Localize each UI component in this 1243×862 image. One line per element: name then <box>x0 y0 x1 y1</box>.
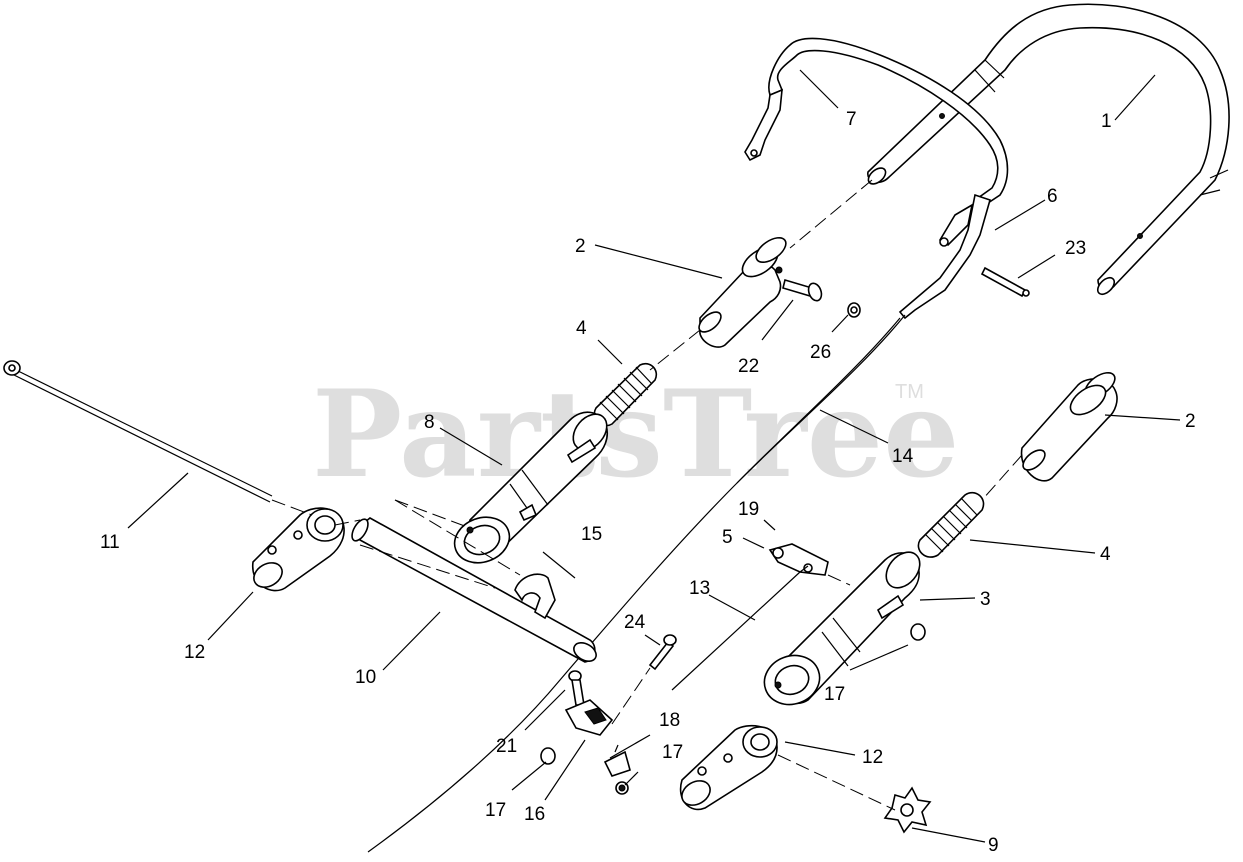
assembly-lines <box>271 179 1023 811</box>
callout-4-upper[interactable]: 4 <box>576 318 587 339</box>
control-cable-part-14[interactable] <box>367 314 906 853</box>
callout-8[interactable]: 8 <box>424 412 435 433</box>
knob-socket-part-12-left[interactable] <box>250 507 345 592</box>
lower-tube-part-3[interactable] <box>757 546 926 712</box>
linkage-plate-part-5[interactable] <box>768 543 829 576</box>
knob-socket-part-12-right[interactable] <box>678 724 778 811</box>
clip-part-18[interactable] <box>603 744 631 777</box>
callout-22[interactable]: 22 <box>738 356 759 377</box>
bolt-part-21[interactable] <box>568 670 585 706</box>
callout-1[interactable]: 1 <box>1101 111 1112 132</box>
nut-part-17-right[interactable] <box>910 623 926 641</box>
spring-part-4-right[interactable] <box>917 491 985 558</box>
callout-17-bottom[interactable]: 17 <box>662 742 683 763</box>
callout-3[interactable]: 3 <box>980 589 991 610</box>
callout-17-left[interactable]: 17 <box>485 800 506 821</box>
callout-24[interactable]: 24 <box>624 612 646 633</box>
callout-18[interactable]: 18 <box>659 710 680 731</box>
callout-19[interactable]: 19 <box>738 499 759 520</box>
callout-17-right[interactable]: 17 <box>824 684 845 705</box>
callout-4-right[interactable]: 4 <box>1100 544 1111 565</box>
callout-11[interactable]: 11 <box>100 532 120 553</box>
bolt-part-24[interactable] <box>648 634 677 671</box>
clip-part-15[interactable] <box>514 573 556 620</box>
callout-5[interactable]: 5 <box>722 527 733 548</box>
callout-16[interactable]: 16 <box>524 804 545 825</box>
callout-14[interactable]: 14 <box>892 446 914 467</box>
callout-2-upper[interactable]: 2 <box>575 236 586 257</box>
nut-part-26[interactable] <box>847 302 861 318</box>
callout-13[interactable]: 13 <box>689 578 710 599</box>
watermark-trademark: TM <box>895 381 924 403</box>
callout-labels: 1 2 2 3 4 4 5 6 7 8 9 10 11 12 12 13 14 … <box>100 109 1196 856</box>
lower-tube-part-8[interactable] <box>448 408 613 571</box>
callout-2-right[interactable]: 2 <box>1185 411 1196 432</box>
rod-part-11[interactable] <box>3 360 273 503</box>
callout-21[interactable]: 21 <box>496 736 517 757</box>
bracket-part-16[interactable] <box>564 699 614 736</box>
control-bail-part-7[interactable] <box>744 37 1009 207</box>
callout-6[interactable]: 6 <box>1047 186 1058 207</box>
bolt-part-22[interactable] <box>782 278 824 303</box>
leader-lines <box>127 69 1181 843</box>
callout-9[interactable]: 9 <box>988 835 999 856</box>
upper-handle-part-1[interactable] <box>865 3 1230 297</box>
wire-part-13[interactable] <box>671 565 809 691</box>
cross-tube-part-10[interactable] <box>349 517 600 665</box>
callout-15[interactable]: 15 <box>581 524 602 545</box>
callout-12-left[interactable]: 12 <box>184 642 205 663</box>
callout-10[interactable]: 10 <box>355 667 376 688</box>
handle-bracket-part-6[interactable] <box>898 193 991 320</box>
callout-26[interactable]: 26 <box>810 342 831 363</box>
handle-socket-part-2-right[interactable] <box>1020 368 1120 482</box>
handle-socket-part-2-upper[interactable] <box>696 233 791 348</box>
star-knob-part-9[interactable] <box>883 786 932 834</box>
callout-23[interactable]: 23 <box>1065 238 1086 259</box>
callout-12-right[interactable]: 12 <box>862 747 883 768</box>
nut-part-17-left[interactable] <box>540 747 556 765</box>
pin-part-23[interactable] <box>980 266 1030 298</box>
callout-7[interactable]: 7 <box>846 109 857 130</box>
